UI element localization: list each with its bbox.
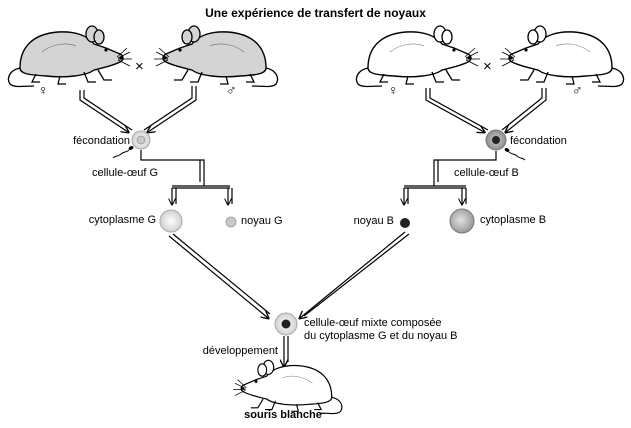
development-arrow xyxy=(284,336,289,366)
mixed-egg-label-line2: du cytoplasme G et du noyau B xyxy=(304,330,458,342)
left-split-arrows xyxy=(140,150,233,204)
right-male-symbol: ♂ xyxy=(572,82,583,98)
left-fertilization-label: fécondation xyxy=(73,135,130,147)
cytoplasm-b xyxy=(449,208,475,234)
merge-arrows xyxy=(168,231,410,318)
left-cross-symbol: × xyxy=(135,58,144,75)
mixed-egg-nucleus xyxy=(281,319,291,329)
egg-b-label: cellule-œuf B xyxy=(454,167,519,179)
cytoplasm-g xyxy=(159,209,183,233)
diagram-title: Une expérience de transfert de noyaux xyxy=(205,6,426,20)
nucleus-b-label: noyau B xyxy=(353,215,394,227)
egg-nucleus-g xyxy=(136,135,146,145)
sperm-left xyxy=(112,145,134,159)
nucleus-b xyxy=(400,218,410,228)
cytoplasm-g-label: cytoplasme G xyxy=(88,214,156,226)
right-female-mouse xyxy=(355,25,481,88)
right-male-mouse xyxy=(499,25,625,88)
offspring-label: souris blanche xyxy=(244,409,322,421)
left-female-symbol: ♀ xyxy=(38,82,49,98)
right-split-arrows xyxy=(404,151,497,204)
egg-g-label: cellule-œuf G xyxy=(92,167,159,179)
nucleus-g-label: noyau G xyxy=(241,215,283,227)
left-male-mouse xyxy=(153,25,279,88)
right-cross-symbol: × xyxy=(483,58,492,75)
nucleus-g xyxy=(225,216,237,228)
left-male-symbol: ♂ xyxy=(226,82,237,98)
left-female-mouse xyxy=(7,25,133,88)
sperm-right xyxy=(504,147,526,161)
egg-nucleus-b xyxy=(492,136,500,144)
right-female-symbol: ♀ xyxy=(388,82,399,98)
cytoplasm-b-label: cytoplasme B xyxy=(480,214,547,226)
left-parent-arrows xyxy=(79,86,197,132)
right-parent-arrows xyxy=(425,88,547,132)
development-label: développement xyxy=(202,345,278,357)
right-fertilization-label: fécondation xyxy=(510,135,567,147)
mixed-egg-label-line1: cellule-œuf mixte composée xyxy=(304,317,442,329)
offspring-mouse xyxy=(232,359,343,415)
